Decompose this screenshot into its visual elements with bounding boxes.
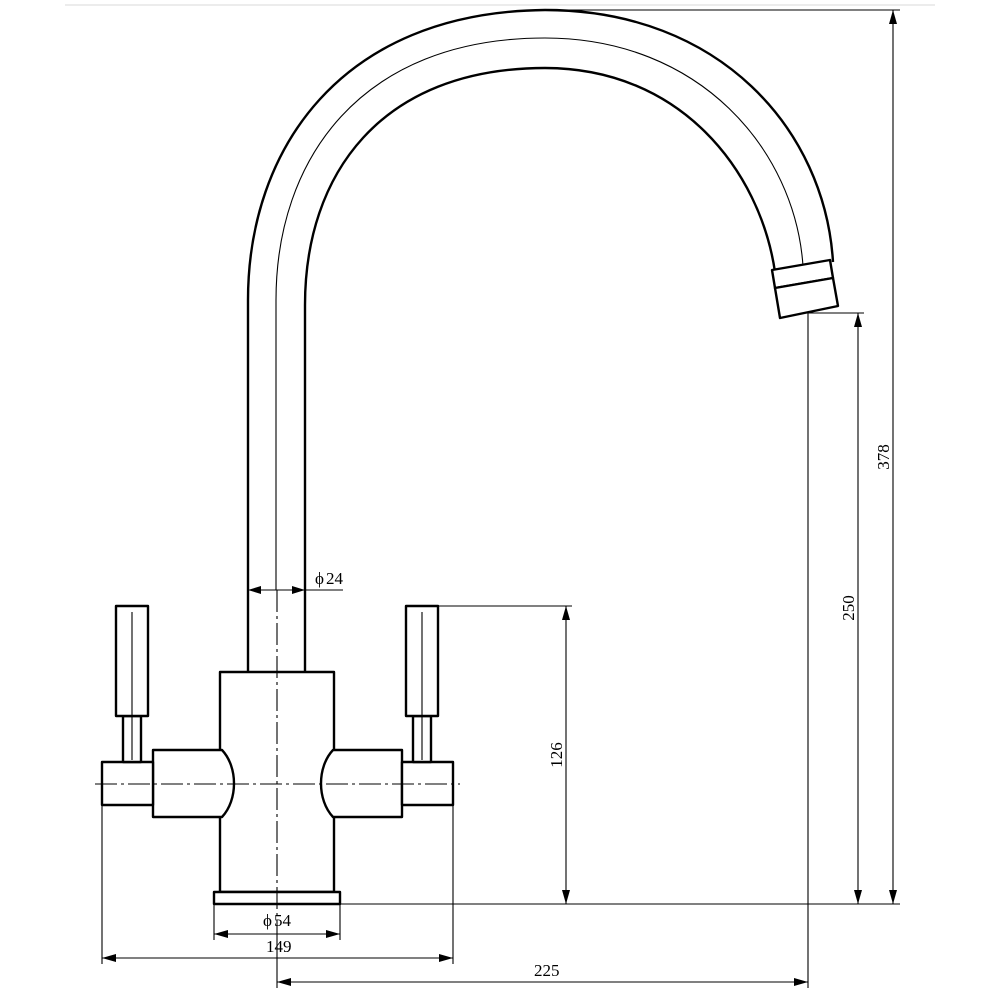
spout-outer-edge [246,8,835,672]
arrow-head [248,586,261,594]
arrow-head [854,890,862,904]
arrow-head [214,930,228,938]
arrow-head [102,954,116,962]
dimension-label-250: 250 [839,595,858,621]
spout [246,8,840,672]
dimension-label-24: 24 [326,569,344,588]
left-handle [100,604,236,819]
arrow-head [326,930,340,938]
dimension-base-diameter: ϕ 54 [213,904,341,940]
spout-nozzle [773,276,840,320]
arrow-head [854,313,862,327]
dimension-total-height: 378 [340,9,900,905]
dimension-label-126: 126 [547,742,566,768]
spout-mid-line [275,37,804,590]
dimension-label-54: 54 [274,911,292,930]
left-valve-boss [151,748,236,819]
diameter-symbol: ϕ [315,569,324,588]
arrow-head [277,978,291,986]
spout-inner-edge [303,66,777,672]
dimension-label-225: 225 [534,961,560,980]
dimension-lever-height: 126 [438,605,572,904]
arrow-head [439,954,453,962]
dimension-spout-diameter: ϕ 24 [248,569,344,594]
arrow-head [562,606,570,620]
arrow-head [292,586,305,594]
arrow-head [889,890,897,904]
arrow-head [562,890,570,904]
arrow-head [794,978,808,986]
dimension-label-149: 149 [266,937,292,956]
arrow-head [889,10,897,24]
dimension-label-378: 378 [874,444,893,470]
dimension-spout-height: 250 [808,312,864,904]
diameter-symbol: ϕ [263,911,272,930]
right-handle [319,604,455,819]
dimension-spout-reach: 225 [276,313,809,988]
